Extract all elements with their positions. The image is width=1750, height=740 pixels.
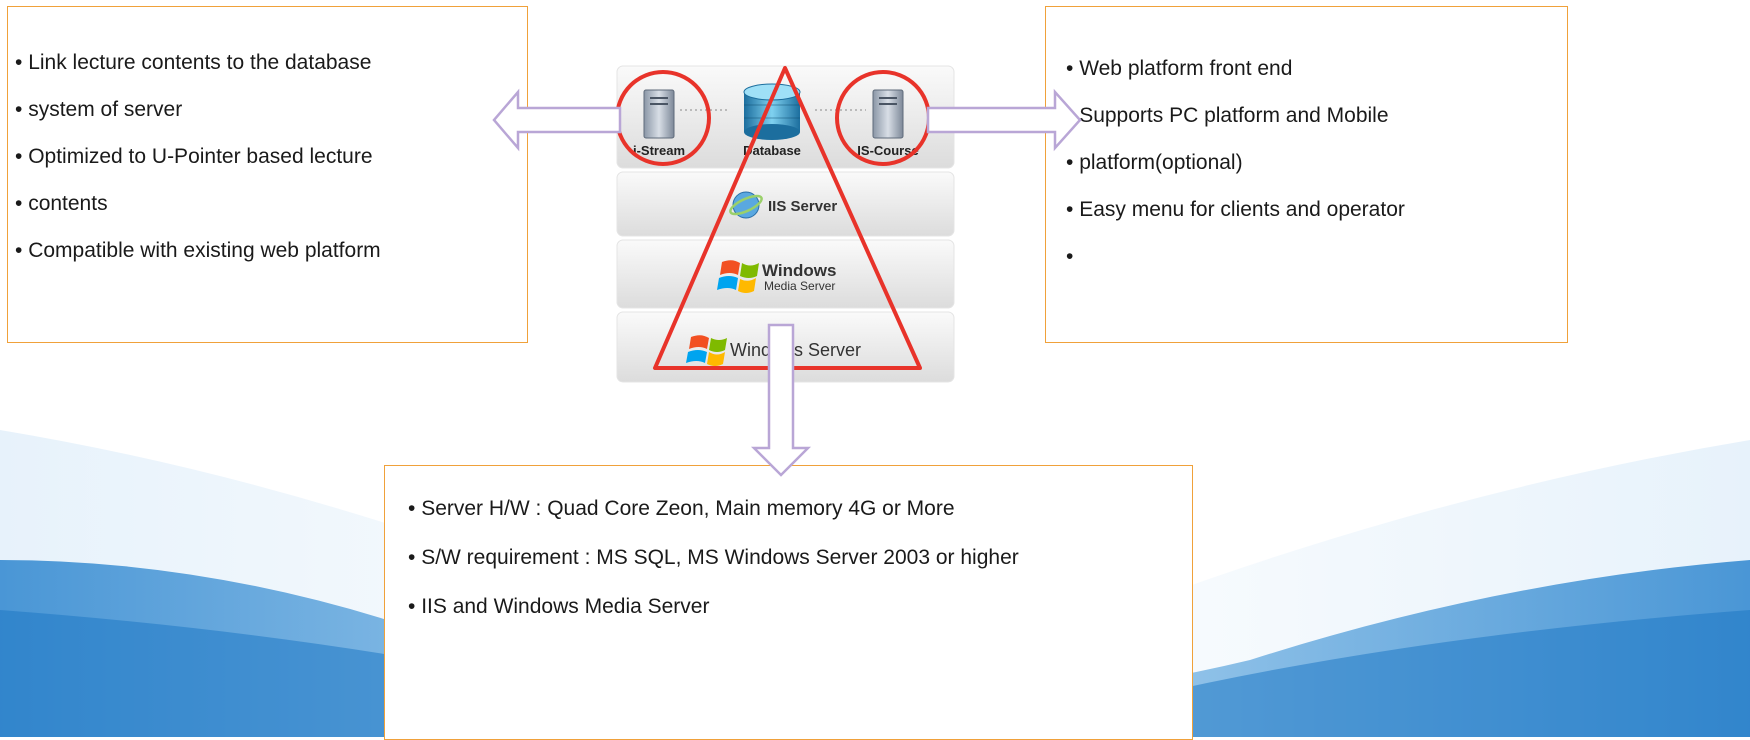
left-bullet-list: Link lecture contents to the database sy… [15,39,381,274]
right-item-2: Supports PC platform and Mobile [1066,92,1405,139]
server-icon [643,89,675,139]
wms-label-line2: Media Server [764,279,835,293]
iis-server-label: IIS Server [768,198,837,215]
bottom-bullet-list: Server H/W : Quad Core Zeon, Main memory… [408,484,1019,631]
left-item-1: Link lecture contents to the database [15,39,381,86]
bottom-item-3: IIS and Windows Media Server [408,582,1019,631]
left-item-4: contents [15,180,381,227]
arrow-right [926,88,1082,152]
iis-globe-icon [729,191,763,219]
database-label: Database [743,143,801,158]
left-item-5: Compatible with existing web platform [15,227,381,274]
windows-flag-icon [717,260,759,293]
right-item-4: Easy menu for clients and operator [1066,186,1405,233]
bottom-item-2: S/W requirement : MS SQL, MS Windows Ser… [408,533,1019,582]
right-bullet-list: Web platform front end Supports PC platf… [1066,45,1405,280]
right-item-1: Web platform front end [1066,45,1405,92]
right-description-box: Web platform front end Supports PC platf… [1045,6,1568,343]
arrow-down [750,323,812,477]
left-item-2: system of server [15,86,381,133]
bottom-item-1: Server H/W : Quad Core Zeon, Main memory… [408,484,1019,533]
i-stream-label: i-Stream [633,143,685,158]
windows-server-label: Windows Server [730,340,861,360]
left-description-box: Link lecture contents to the database sy… [7,6,528,343]
is-course-label: IS-Course [857,143,918,158]
wms-label-line1: Windows [762,261,836,280]
layer-iis [616,171,955,237]
database-icon [743,83,801,140]
server-icon [872,89,904,139]
left-item-3: Optimized to U-Pointer based lecture [15,133,381,180]
right-item-3: platform(optional) [1066,139,1405,186]
arrow-left [492,88,622,152]
windows-flag-icon [686,335,727,366]
bottom-requirements-box: Server H/W : Quad Core Zeon, Main memory… [384,465,1193,740]
